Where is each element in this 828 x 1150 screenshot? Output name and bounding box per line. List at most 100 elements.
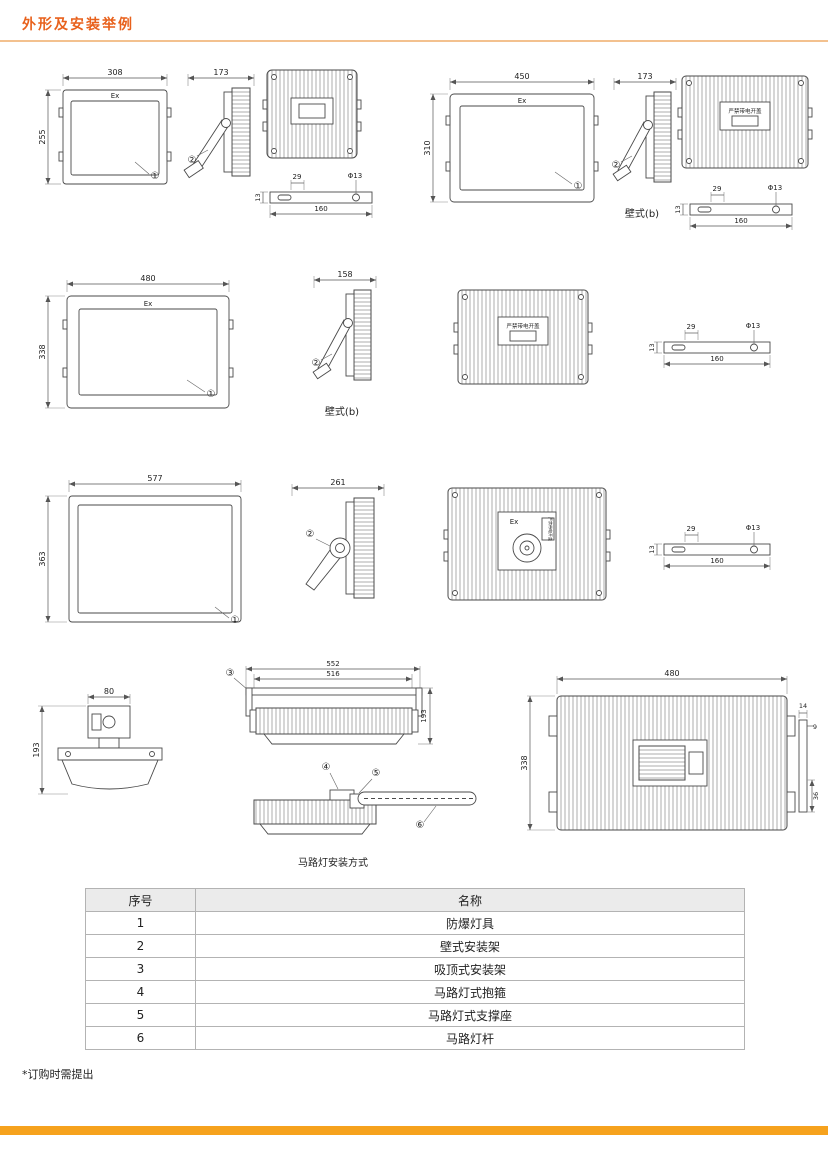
cell-no: 3 [85,957,196,981]
dim-label: 450 [514,72,529,81]
dim-label: 29 [687,525,696,533]
drawing-front-view-308: 308 255 Ex ① [38,68,172,185]
dim-label: 338 [520,755,529,770]
dim-label: Φ13 [768,184,782,192]
ex-mark: Ex [518,97,527,105]
table-row: 3 吸顶式安装架 [85,957,745,981]
drawing-back-view-480: 480 338 14 9 36 [520,669,820,831]
callout-4: ④ [322,762,331,773]
table-row: 4 马路灯式抱箍 [85,980,745,1004]
callout-1: ① [574,181,583,192]
drawing-front-view-450: 450 310 Ex ① [423,72,599,203]
dim-label: 173 [637,72,652,81]
dim-label: 9 [813,723,817,731]
title-rule [0,40,828,42]
ex-mark: Ex [510,518,519,526]
callout-6: ⑥ [416,820,425,831]
drawing-mount-plate-4: 29 Φ13 160 13 [648,524,771,570]
table-row: 5 马路灯式支撑座 [85,1003,745,1027]
dim-label: 13 [648,545,656,553]
caption-wall-mount: 壁式(b) [325,405,359,418]
table-header-name: 名称 [195,888,745,912]
cell-name: 马路灯杆 [195,1026,745,1050]
cell-no: 4 [85,980,196,1004]
cell-no: 2 [85,934,196,958]
cell-no: 6 [85,1026,196,1050]
dim-label: Φ13 [746,322,760,330]
dim-label: 577 [147,474,162,483]
drawing-back-view-small [262,69,362,159]
drawing-back-view-ex: Ex 严禁带电开盖 [443,487,611,601]
callout-1: ① [151,171,160,182]
dim-label: 29 [687,323,696,331]
dim-label: Φ13 [746,524,760,532]
dim-label: 36 [812,792,820,800]
dim-label: 80 [104,687,114,696]
page-title: 外形及安装举例 [22,17,134,33]
drawing-pole-seat-front: 80 193 [32,687,163,795]
callout-5: ⑤ [372,768,381,779]
cell-no: 1 [85,911,196,935]
dim-label: 480 [664,669,679,678]
cell-no: 5 [85,1003,196,1027]
callout-2: ② [306,529,315,540]
dim-label: 308 [107,68,122,77]
dim-label: 173 [213,68,228,77]
ex-mark: Ex [144,300,153,308]
footer-accent-bar [0,1126,828,1135]
dim-label: 193 [32,742,41,757]
dim-label: 552 [326,660,339,668]
cell-name: 壁式安装架 [195,934,745,958]
dim-label: 160 [710,557,723,565]
dim-label: 255 [38,129,47,144]
drawing-side-view-158: 158 ② 壁式(b) [312,270,377,418]
drawing-ceiling-mount: ③ 552 516 193 [226,660,433,745]
dim-label: 363 [38,551,47,566]
dim-label: 13 [674,205,682,213]
drawing-front-view-480: 480 338 Ex ① [38,274,234,409]
drawing-side-view-173: 173 ② [183,68,255,179]
dim-label: 13 [648,343,656,351]
warning-text: 严禁带电开盖 [506,322,540,330]
dim-label: 29 [293,173,302,181]
dim-label: Φ13 [348,172,362,180]
dim-label: 480 [140,274,155,283]
caption-road-lamp: 马路灯安装方式 [298,856,368,869]
cell-name: 吸顶式安装架 [195,957,745,981]
parts-table: 序号 名称 1 防爆灯具 2 壁式安装架 3 吸顶式安装架 4 马路灯式抱箍 5… [85,888,745,1050]
drawing-mount-plate-2: 29 Φ13 160 13 [674,184,793,230]
dim-label: 160 [710,355,723,363]
table-row: 2 壁式安装架 [85,934,745,958]
ex-mark: Ex [111,92,120,100]
table-header-row: 序号 名称 [85,888,745,912]
drawing-back-view-warning-2: 严禁带电开盖 [453,289,593,385]
callout-2: ② [312,358,321,369]
dim-label: 13 [254,193,262,201]
dim-label: 261 [330,478,345,487]
cell-name: 马路灯式抱箍 [195,980,745,1004]
callout-1: ① [231,615,240,626]
callout-1: ① [207,389,216,400]
dim-label: 193 [420,709,428,722]
warning-text: 严禁带电开盖 [548,517,554,541]
dim-label: 310 [423,140,432,155]
drawing-mount-plate-3: 29 Φ13 160 13 [648,322,771,368]
dim-label: 29 [713,185,722,193]
drawing-side-view-wall-b1: 173 ② 壁式(b) [612,72,677,220]
dim-label: 158 [337,270,352,279]
dim-label: 338 [38,344,47,359]
dim-label: 160 [734,217,747,225]
table-row: 1 防爆灯具 [85,911,745,935]
callout-2: ② [188,155,197,166]
dim-label: 160 [314,205,327,213]
dim-label: 14 [799,702,807,710]
callout-3: ③ [226,668,235,679]
drawing-side-view-261: 261 ② [291,478,385,599]
cell-name: 马路灯式支撑座 [195,1003,745,1027]
warning-text: 严禁带电开盖 [728,107,762,115]
order-footnote: *订购时需提出 [22,1068,94,1081]
drawing-back-view-warning-1: 严禁带电开盖 [677,75,813,169]
cell-name: 防爆灯具 [195,911,745,935]
table-row: 6 马路灯杆 [85,1026,745,1050]
